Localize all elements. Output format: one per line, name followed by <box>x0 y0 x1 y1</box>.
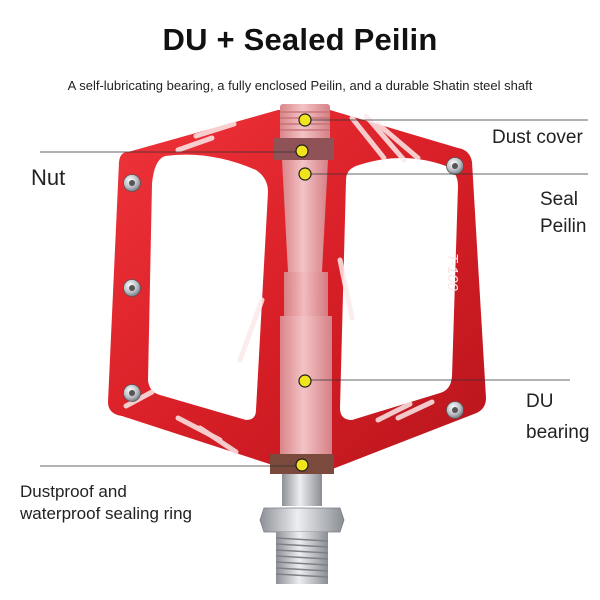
bolt-icons <box>123 157 464 419</box>
label-ring-line1: Dustproof and <box>20 482 127 501</box>
pedal-model-text: T-100 <box>444 253 461 291</box>
leader-lines <box>40 119 588 467</box>
label-du-line1: DU <box>526 391 554 412</box>
marker-dots <box>295 113 312 472</box>
label-ring-line2: waterproof sealing ring <box>20 504 192 523</box>
label-seal-line2: Peilin <box>540 216 587 237</box>
label-du-line2: bearing <box>526 422 590 443</box>
label-dust-cover: Dust cover <box>492 127 583 148</box>
steel-shaft <box>259 474 345 584</box>
page-subtitle: A self-lubricating bearing, a fully encl… <box>67 78 533 93</box>
label-nut: Nut <box>31 165 66 190</box>
page-title: DU + Sealed Peilin <box>162 22 438 57</box>
label-seal-line1: Seal <box>540 189 579 210</box>
